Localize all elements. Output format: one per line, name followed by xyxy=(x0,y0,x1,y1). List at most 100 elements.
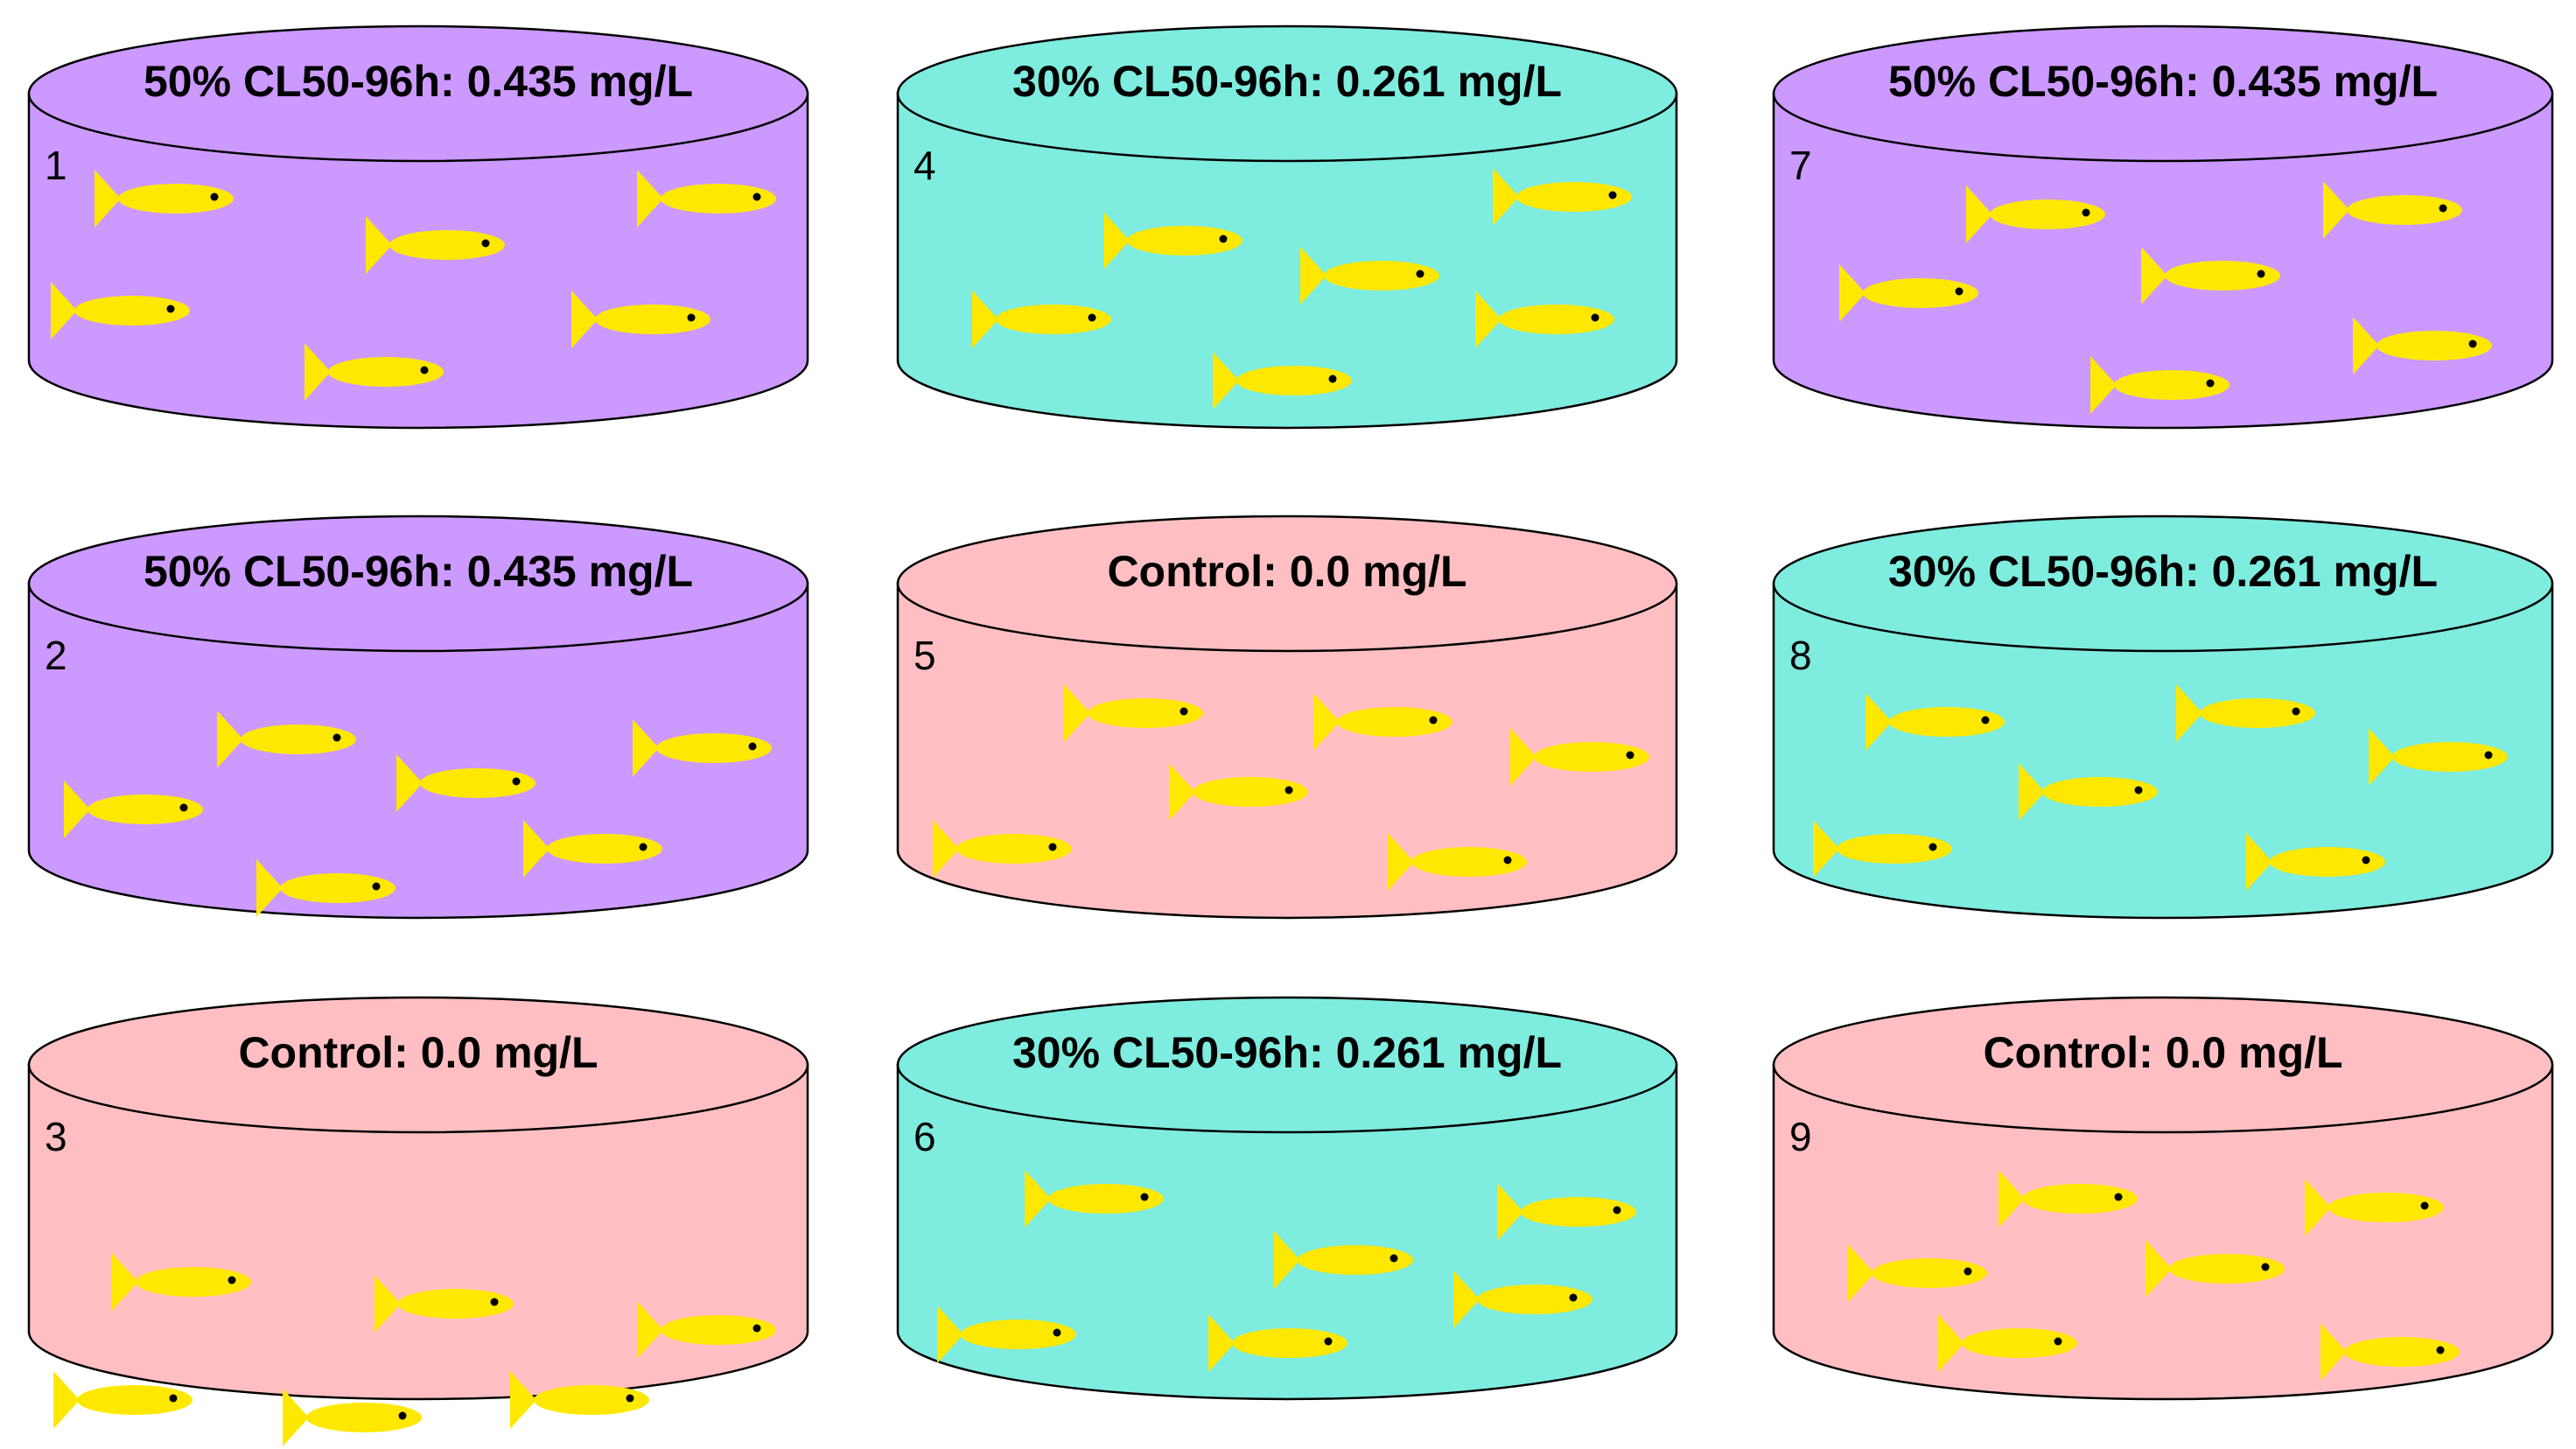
fish-eye xyxy=(1140,1193,1149,1201)
fish-icon xyxy=(256,859,396,917)
fish-body xyxy=(389,230,505,260)
fish-icon xyxy=(933,820,1072,878)
fish-body xyxy=(77,1385,192,1415)
fish-tail xyxy=(1064,684,1090,742)
fish-body xyxy=(1324,261,1439,290)
fish-tail xyxy=(637,1301,663,1359)
fish-tail xyxy=(366,216,392,274)
tank-label: 30% CL50-96h: 0.261 mg/L xyxy=(1012,1028,1562,1077)
fish-eye xyxy=(639,843,648,851)
fish-tail xyxy=(1103,212,1130,270)
fish-icon xyxy=(366,216,505,274)
fish-icon xyxy=(1475,290,1614,348)
fish-eye xyxy=(1048,843,1057,851)
fish-eye xyxy=(481,239,490,248)
tank-body xyxy=(27,1063,809,1401)
fish-eye xyxy=(687,313,696,322)
tank-4: 30% CL50-96h: 0.261 mg/L 4 xyxy=(896,24,1678,430)
fish-tail xyxy=(2141,247,2167,304)
fish-body xyxy=(1521,1197,1636,1227)
fish-eye xyxy=(332,733,341,742)
tank-top xyxy=(27,24,809,163)
fish-icon xyxy=(2141,247,2280,304)
fish-icon xyxy=(571,290,710,348)
tank-3: Control: 0.0 mg/L3 xyxy=(27,996,809,1446)
fish-tail xyxy=(1813,820,1839,878)
fish-icon xyxy=(1813,820,1952,878)
fish-icon xyxy=(2090,356,2230,414)
tank-body xyxy=(1772,1063,2554,1401)
fish-tail xyxy=(1848,1244,1874,1302)
fish-icon xyxy=(1848,1244,1987,1302)
fish-icon xyxy=(1300,247,1439,304)
fish-tail xyxy=(374,1275,401,1333)
fish-tail xyxy=(53,1371,80,1429)
tank-top xyxy=(896,996,1678,1134)
fish-eye xyxy=(2206,379,2215,388)
fish-body xyxy=(1863,278,1978,308)
fish-tail xyxy=(2090,356,2117,414)
fish-icon xyxy=(1213,352,1352,410)
fish-icon xyxy=(1453,1270,1592,1328)
fish-eye xyxy=(2134,786,2143,794)
fish-icon xyxy=(2353,317,2492,374)
fish-body xyxy=(420,768,536,798)
fish-tail xyxy=(972,290,998,348)
fish-icon xyxy=(217,710,356,768)
tank-number: 4 xyxy=(914,143,936,188)
fish-eye xyxy=(420,366,429,374)
fish-body xyxy=(2347,195,2462,225)
fish-tail xyxy=(2369,728,2395,786)
fish-eye xyxy=(626,1394,634,1403)
fish-eye xyxy=(1088,313,1096,322)
fish-icon xyxy=(1025,1170,1164,1228)
tank-number: 7 xyxy=(1789,143,1812,188)
fish-tail xyxy=(1510,728,1536,786)
fish-body xyxy=(1889,707,2005,737)
fish-tail xyxy=(1213,352,1239,410)
tank-number: 3 xyxy=(45,1114,67,1159)
fish-eye xyxy=(169,1394,178,1403)
fish-eye xyxy=(1613,1206,1621,1214)
fish-body xyxy=(2169,1254,2285,1284)
tank-2: 50% CL50-96h: 0.435 mg/L2 xyxy=(27,514,809,920)
fish-tail xyxy=(94,170,121,228)
fish-icon xyxy=(1497,1183,1636,1241)
fish-body xyxy=(136,1267,251,1297)
fish-tail xyxy=(1966,186,1992,243)
fish-eye xyxy=(1591,313,1600,322)
fish-body xyxy=(1337,707,1452,737)
fish-icon xyxy=(1866,693,2005,751)
tank-label: 30% CL50-96h: 0.261 mg/L xyxy=(1012,57,1562,106)
tank-number: 8 xyxy=(1789,633,1812,678)
fish-eye xyxy=(2257,270,2265,278)
fish-icon xyxy=(637,1301,776,1359)
fish-eye xyxy=(228,1276,236,1284)
fish-eye xyxy=(1981,716,1990,724)
tank-number: 1 xyxy=(45,143,67,188)
fish-body xyxy=(1193,777,1308,807)
tank-label: 50% CL50-96h: 0.435 mg/L xyxy=(144,547,693,596)
fish-tail xyxy=(112,1253,138,1311)
fish-body xyxy=(2200,698,2315,728)
fish-tail xyxy=(2320,1323,2347,1381)
fish-tail xyxy=(2176,684,2202,742)
fish-icon xyxy=(2305,1179,2444,1236)
fish-icon xyxy=(51,282,190,340)
fish-tail xyxy=(304,343,331,401)
fish-icon xyxy=(2019,763,2158,821)
fish-icon xyxy=(1274,1231,1413,1289)
fish-icon xyxy=(1064,684,1203,742)
fish-eye xyxy=(752,192,761,201)
fish-tail xyxy=(64,780,90,838)
fish-tail xyxy=(396,754,423,812)
fish-eye xyxy=(2114,1193,2123,1201)
tank-label: 50% CL50-96h: 0.435 mg/L xyxy=(1888,57,2438,106)
fish-body xyxy=(88,794,203,824)
fish-eye xyxy=(1284,786,1293,794)
fish-eye xyxy=(2292,707,2300,716)
tank-body xyxy=(896,1063,1678,1401)
fish-eye xyxy=(210,192,219,201)
fish-eye xyxy=(1964,1267,1972,1276)
